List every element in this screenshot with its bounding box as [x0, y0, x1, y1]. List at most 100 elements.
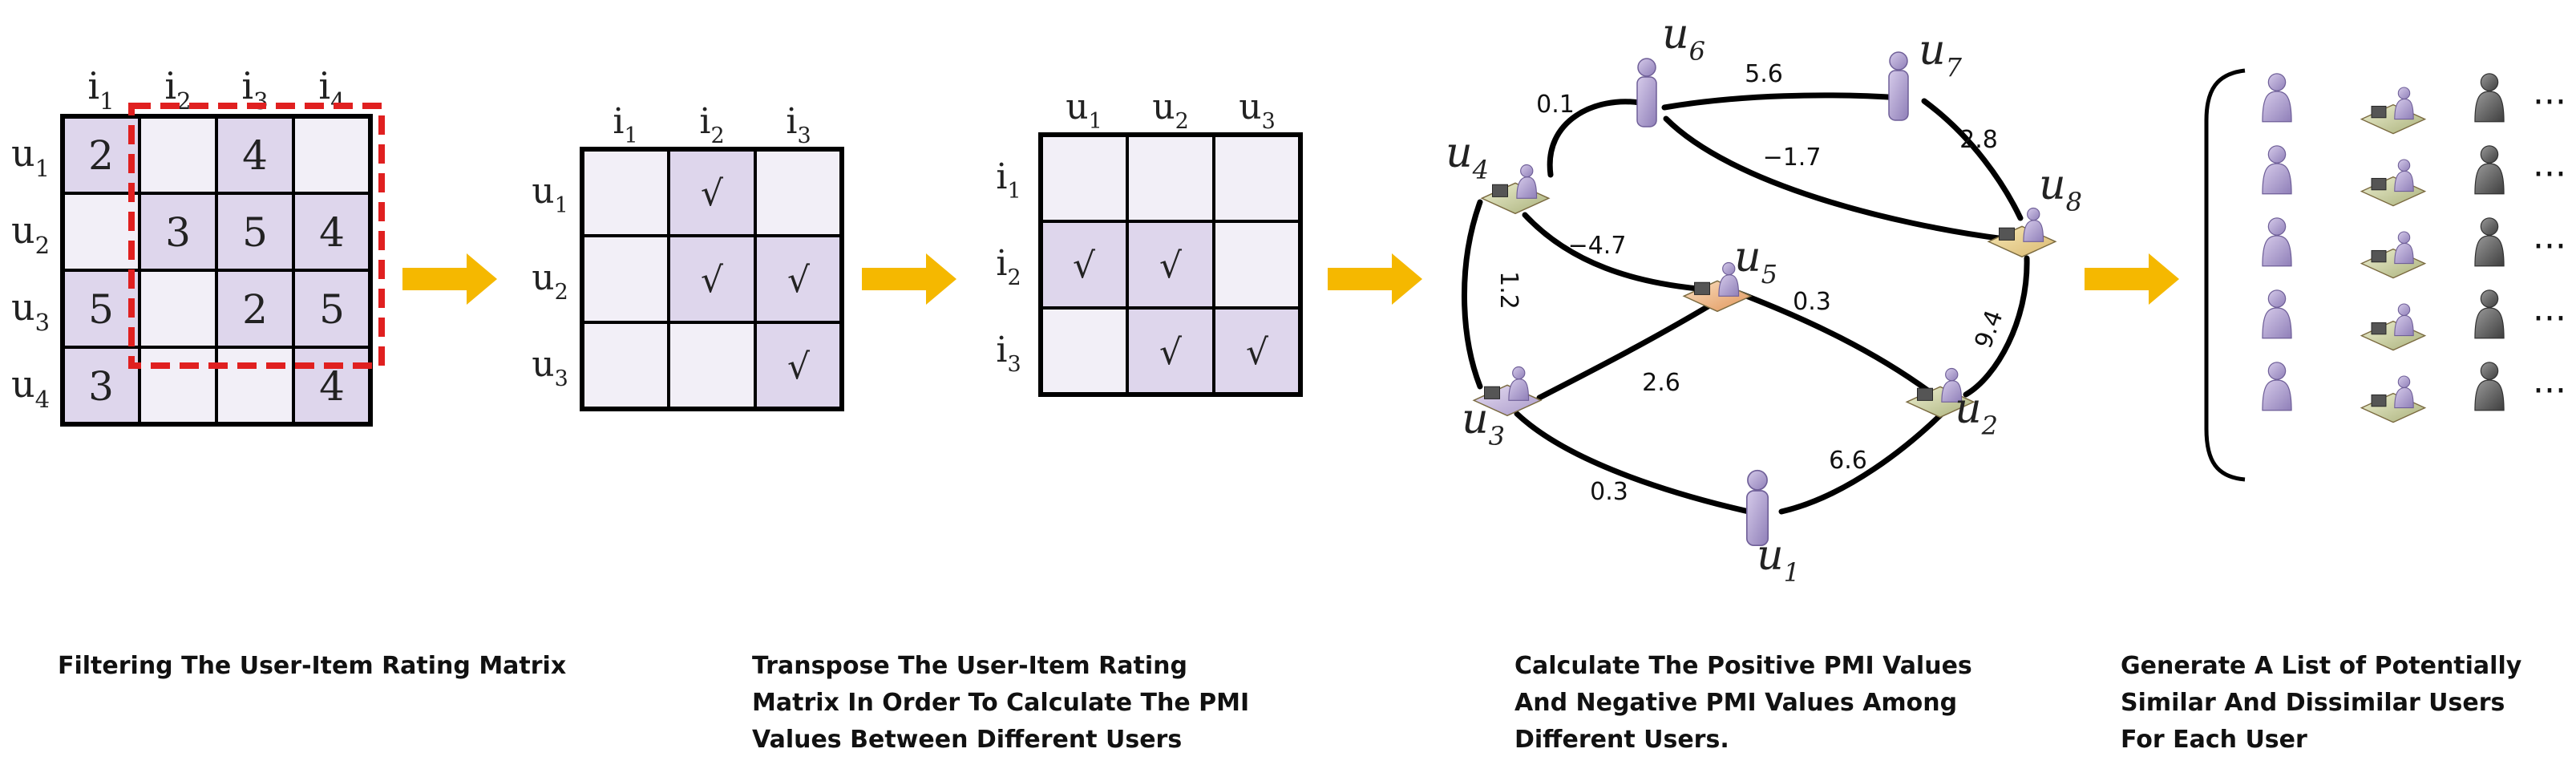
- user-list-row: ···: [2262, 217, 2566, 279]
- person-head: [1512, 366, 1526, 380]
- row-header: u1: [532, 171, 568, 218]
- person-head: [2267, 217, 2287, 236]
- matrix-cell: [667, 321, 757, 411]
- column-header: u3: [1239, 87, 1276, 134]
- computer-user-icon: [2360, 375, 2427, 423]
- row-header: i3: [996, 330, 1021, 377]
- rating-value: 5: [319, 286, 345, 333]
- desk-icon: [1987, 225, 2057, 258]
- matrix-cell: [138, 269, 218, 349]
- rating-value: 3: [165, 209, 191, 256]
- rating-value: 4: [319, 209, 345, 256]
- ellipsis-text: ···: [2533, 82, 2566, 123]
- rating-value: 4: [242, 132, 268, 179]
- monitor-icon: [2371, 177, 2387, 191]
- matrix-cell: [215, 115, 295, 195]
- person-body: [2262, 235, 2292, 267]
- computer-user-icon: [2360, 303, 2427, 351]
- person-head: [1747, 469, 1768, 491]
- person-icon: [1888, 51, 1909, 121]
- person-head: [2480, 289, 2499, 308]
- edge-weight-label: 0.1: [1536, 91, 1575, 119]
- caption-line: For Each User: [2121, 726, 2307, 754]
- person-head: [2267, 362, 2287, 380]
- edge-weight-label: 0.3: [1590, 478, 1628, 506]
- monitor-icon: [1492, 184, 1508, 197]
- person-body: [2394, 314, 2414, 337]
- monitor-icon: [1484, 386, 1500, 399]
- caption-transpose: Transpose The User-Item Rating Matrix In…: [752, 648, 1249, 759]
- matrix-cell: [215, 346, 295, 426]
- person-body: [1508, 378, 1530, 401]
- matrix-cell: [1212, 306, 1302, 396]
- person-body: [2262, 307, 2292, 339]
- caption-pmi: Calculate The Positive PMI Values And Ne…: [1514, 648, 1972, 759]
- column-header: u1: [1066, 87, 1102, 134]
- matrix-cell: [292, 269, 372, 349]
- check-mark: √: [701, 260, 724, 301]
- person-body: [2394, 242, 2414, 265]
- person-body: [1636, 76, 1657, 127]
- edge-weight-label: 6.6: [1829, 447, 1867, 475]
- check-mark: √: [1246, 332, 1269, 373]
- graph-edge: [1536, 301, 1714, 401]
- matrix-cell: [1039, 306, 1129, 396]
- check-mark: √: [787, 346, 811, 387]
- monitor-icon: [2371, 249, 2387, 263]
- check-mark: √: [1159, 245, 1183, 286]
- row-header: u2: [532, 257, 568, 305]
- person-body: [1888, 70, 1909, 121]
- matrix-cell: [1212, 220, 1302, 310]
- person-head: [1889, 51, 1908, 71]
- monitor-icon: [1999, 227, 2015, 241]
- matrix-cell: [754, 148, 843, 237]
- graph-edge: [1921, 98, 2024, 221]
- person-body: [2394, 98, 2414, 120]
- person-icon: [2262, 217, 2292, 267]
- matrix-border: [1038, 132, 1303, 397]
- node-label: u7: [1919, 26, 1963, 83]
- ellipsis-text: ···: [2533, 370, 2566, 411]
- computer-user-icon: [1480, 164, 1551, 215]
- rating-value: 2: [88, 132, 114, 179]
- matrix-cell: [1126, 220, 1215, 310]
- person-body: [2262, 163, 2292, 195]
- monitor-icon: [1694, 281, 1710, 295]
- rating-value: 5: [242, 209, 268, 256]
- person-head: [2267, 289, 2287, 308]
- edge-weight-label: 9.4: [1969, 306, 2008, 352]
- person-icon: [2474, 217, 2505, 267]
- graph-edge: [1514, 411, 1759, 516]
- person-head: [1520, 164, 1534, 178]
- matrix-cell: [1212, 133, 1302, 223]
- user-list-panel: ···············: [2204, 68, 2566, 482]
- computer-user-icon: [2360, 87, 2427, 135]
- caption-line: Different Users.: [1514, 726, 1729, 754]
- matrix-cell: [754, 234, 843, 324]
- row-header: i2: [996, 243, 1021, 290]
- person-head: [2397, 303, 2411, 316]
- graph-edge: [1778, 398, 1958, 515]
- person-icon: [2474, 289, 2505, 339]
- matrix-cell: [580, 234, 670, 324]
- caption-line: And Negative PMI Values Among: [1514, 689, 1958, 717]
- column-header: i1: [613, 101, 637, 148]
- person-body: [2262, 91, 2292, 123]
- left-bracket: [2204, 68, 2246, 482]
- computer-user-icon: [2360, 159, 2427, 207]
- matrix-cell: [292, 115, 372, 195]
- ellipsis-text: ···: [2533, 154, 2566, 195]
- caption-line: Transpose The User-Item Rating: [752, 652, 1187, 680]
- person-icon: [2262, 145, 2292, 195]
- edge-weight-label: −1.7: [1763, 144, 1822, 172]
- edge-weight-label: 5.6: [1745, 60, 1783, 88]
- person-body: [2394, 386, 2414, 409]
- flow-arrow-icon: [1328, 253, 1422, 305]
